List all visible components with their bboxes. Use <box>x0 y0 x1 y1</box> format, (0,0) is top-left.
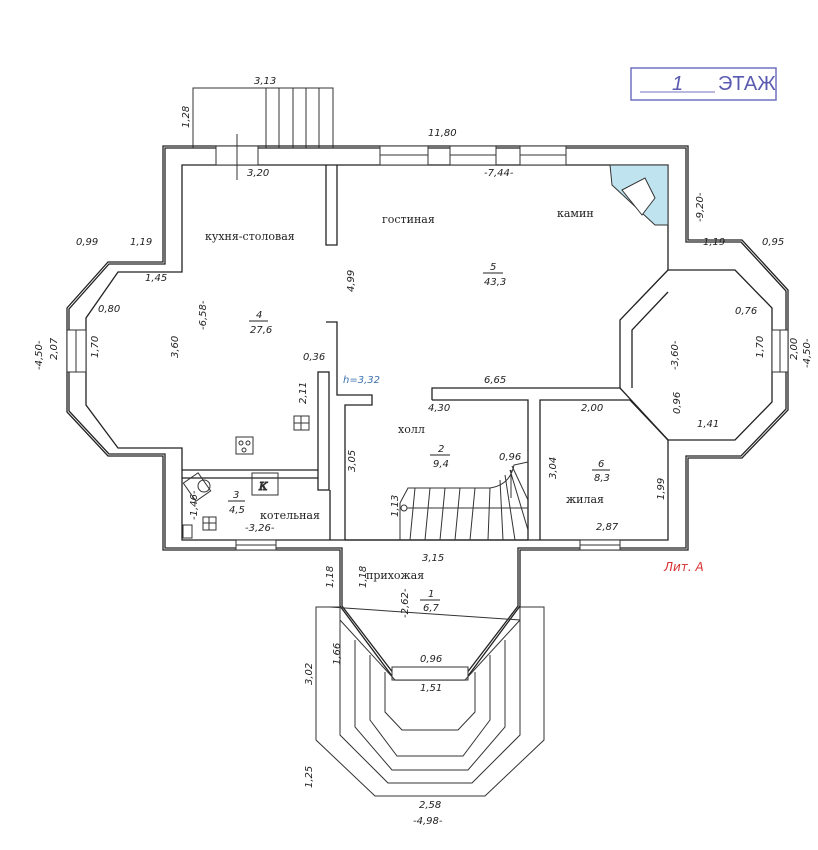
dimension-label: 3,04 <box>548 457 559 479</box>
dimension-label: 0,95 <box>762 237 784 248</box>
floor-stamp: 1 ЭТАЖ <box>630 67 777 101</box>
fixtures: К <box>182 415 310 539</box>
room-labels: прихожая 1 6,7 холл 2 9,4 котельная 3 4,… <box>205 207 704 614</box>
entry-steps <box>315 606 545 797</box>
room-name-kitchen: кухня-столовая <box>205 230 295 243</box>
dimension-label: -4,50- <box>34 340 45 370</box>
ceiling-height: h=3,32 <box>343 375 380 386</box>
dimension-label: 6,65 <box>484 375 506 386</box>
dimension-label: 2,87 <box>596 522 619 533</box>
room-area-living: 43,3 <box>484 277 506 288</box>
room-name-entry: прихожая <box>366 569 424 582</box>
dimension-label: 0,80 <box>98 304 120 315</box>
room-number-living: 5 <box>490 262 496 273</box>
dimension-label: 1,66 <box>332 643 343 665</box>
dimension-label: 0,99 <box>76 237 98 248</box>
room-name-bedroom: жилая <box>566 493 604 506</box>
dimension-label: 1,70 <box>90 336 101 358</box>
dimension-label: 0,96 <box>420 654 442 665</box>
dimension-label: 3,60 <box>170 336 181 358</box>
dimension-label: 0,96 <box>499 452 521 463</box>
dimension-label: 1,18 <box>325 566 336 588</box>
dimension-label: -4,98- <box>413 816 443 827</box>
dimension-label: 1,41 <box>697 419 719 430</box>
dimension-label: 3,02 <box>304 663 315 685</box>
inner-wall <box>85 164 773 541</box>
dimension-label: 0,36 <box>303 352 325 363</box>
dimension-label: 1,45 <box>145 273 167 284</box>
dimension-label: -7,44- <box>484 168 514 179</box>
room-area-hall: 9,4 <box>433 459 449 470</box>
dimension-label: -4,50- <box>802 338 813 368</box>
dimension-label: 3,20 <box>247 168 269 179</box>
dimension-label: 2,07 <box>49 337 60 360</box>
boiler-symbol: К <box>258 480 268 493</box>
room-area-kitchen: 27,6 <box>250 325 272 336</box>
dimension-label: 1,70 <box>755 336 766 358</box>
dimension-label: 1,99 <box>656 478 667 500</box>
dimension-label: 1,18 <box>358 566 369 588</box>
room-name-living: гостиная <box>382 213 435 226</box>
dimension-label: 2,58 <box>419 800 441 811</box>
room-number-boiler: 3 <box>233 490 239 501</box>
dimension-label: 1,25 <box>304 766 315 788</box>
floor-number: 1 <box>672 73 683 95</box>
dimension-label: 2,00 <box>789 338 800 360</box>
windows <box>66 134 789 681</box>
dimension-label: 3,05 <box>347 450 358 472</box>
room-number-bedroom: 6 <box>598 459 604 470</box>
dimension-label: 2,11 <box>298 382 309 404</box>
dimension-label: 11,80 <box>428 128 457 139</box>
dimension-label: 1,13 <box>390 495 401 517</box>
room-area-entry: 6,7 <box>423 603 440 614</box>
dimension-label: 3,15 <box>422 553 444 564</box>
dimension-label: 2,00 <box>581 403 603 414</box>
lit-label: Лит. А <box>663 560 704 574</box>
dimension-label: -3,26- <box>245 523 275 534</box>
room-number-entry: 1 <box>428 589 434 600</box>
room-number-hall: 2 <box>438 444 444 455</box>
dimension-label: 3,13 <box>254 76 276 87</box>
dimension-label: 0,96 <box>672 392 683 414</box>
room-area-bedroom: 8,3 <box>594 473 610 484</box>
dimension-label: 4,99 <box>346 270 357 292</box>
room-number-kitchen: 4 <box>256 310 262 321</box>
dimension-label: 4,30 <box>428 403 450 414</box>
dimension-label: -1,46- <box>189 490 200 520</box>
staircase <box>399 461 529 541</box>
dimension-label: -9,20- <box>695 192 706 222</box>
dimension-label: -2,62- <box>400 588 411 618</box>
fireplace-label: камин <box>557 207 594 220</box>
room-name-boiler: котельная <box>260 509 320 522</box>
dimension-label: -6,58- <box>198 300 209 330</box>
floor-label: ЭТАЖ <box>718 73 776 95</box>
dimension-label: 1,51 <box>420 683 442 694</box>
interior-walls <box>182 165 669 541</box>
dimension-label: 1,28 <box>181 106 192 128</box>
dimension-label: 1,19 <box>703 237 725 248</box>
dimension-labels: 3,13 1,28 11,80 3,20 -7,44- -9,20- 0,99 … <box>34 76 813 827</box>
dimension-label: 1,19 <box>130 237 152 248</box>
dimension-label: 0,76 <box>735 306 757 317</box>
back-porch <box>192 87 334 148</box>
room-name-hall: холл <box>398 423 425 436</box>
room-area-boiler: 4,5 <box>229 505 245 516</box>
dimension-label: -3,60- <box>670 340 681 370</box>
